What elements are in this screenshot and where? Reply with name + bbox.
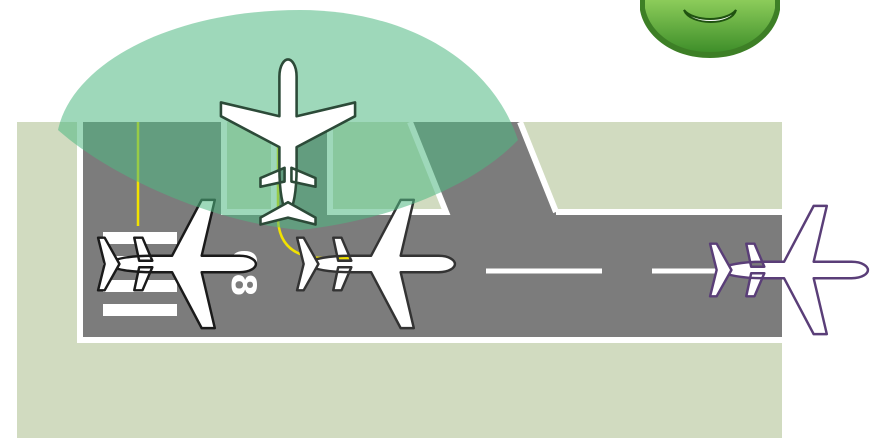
smiley-face-icon[interactable] (640, 0, 780, 58)
